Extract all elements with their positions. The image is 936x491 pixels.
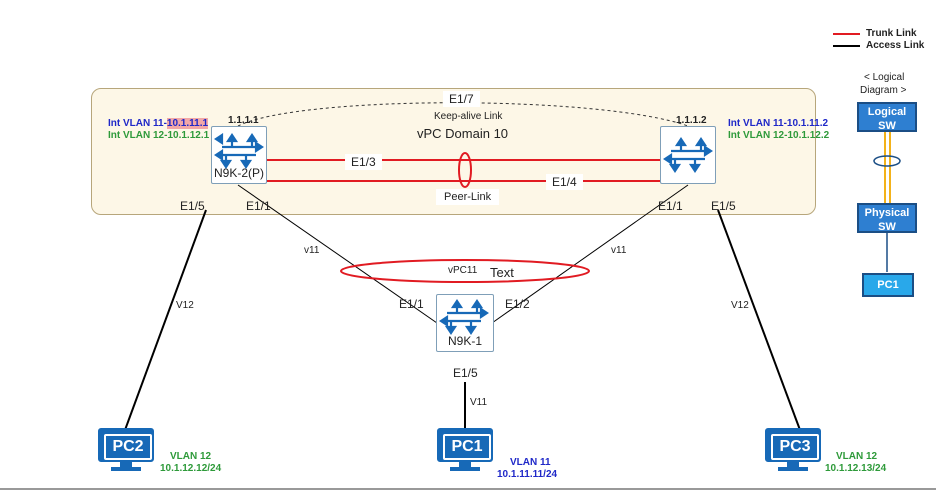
pc2-monitor-icon: PC2 [98,428,154,462]
physical-sw-box: Physical SW [857,203,917,233]
pc2-name: PC2 [104,434,152,460]
right-vlan-pc: V12 [731,300,749,311]
pc1-name: PC1 [443,434,491,460]
left-vlan11-label: Int VLAN 11-10.1.11.1 [108,118,209,129]
text-label: Text [490,265,514,280]
left-port-pc: E1/5 [180,199,205,213]
keepalive-label: Keep-alive Link [434,111,503,122]
vpc11-label: vPC11 [448,265,478,276]
pc3-ip: 10.1.12.13/24 [825,463,887,474]
legend-trunk-label: Trunk Link [866,28,917,39]
physical-sw-line2: SW [878,221,896,233]
pc2[interactable]: PC2 [98,428,154,472]
link-left-pc2 [124,209,207,431]
pc3-base [778,467,808,471]
link-right-pc3 [717,209,801,431]
pc3-monitor-icon: PC3 [765,428,821,462]
pc1-vlan: VLAN 11 [510,457,551,468]
left-vlan11-ip: 10.1.11.1 [166,118,209,129]
peer-port-right: E1/4 [546,174,583,190]
pc1[interactable]: PC1 [437,428,493,472]
pc1-base [450,467,480,471]
peer-link-bundle-ring [458,152,472,188]
logical-diagram-title-2: Diagram > [860,85,907,96]
right-switch-id: 1.1.1.2 [676,115,707,126]
pc2-base [111,467,141,471]
pc2-stand [120,462,132,467]
left-vlan-down: v11 [304,245,320,256]
left-port-down: E1/1 [246,199,271,213]
bottom-vlan-pc: V11 [470,397,488,408]
logical-sw-line1: Logical [867,106,907,118]
logical-pc1-box: PC1 [862,273,914,297]
logical-sw-box: Logical SW [857,102,917,132]
pc2-vlan: VLAN 12 [170,451,212,462]
pc1-ip: 10.1.11.11/24 [497,469,558,480]
pc3-name: PC3 [771,434,819,460]
switch-icon [439,299,489,335]
right-vlan12-label: Int VLAN 12-10.1.12.2 [728,130,830,141]
switch-right[interactable] [660,126,716,184]
pc2-ip: 10.1.12.12/24 [160,463,222,474]
bottom-port-left: E1/1 [399,297,424,311]
vpc11-ring [340,259,590,283]
left-vlan12-label: Int VLAN 12-10.1.12.1 [108,130,210,141]
pc3[interactable]: PC3 [765,428,821,472]
right-vlan-down: v11 [611,245,627,256]
switch-icon [214,133,264,169]
left-vlan11-prefix: Int VLAN 11- [108,118,167,129]
right-port-pc: E1/5 [711,199,736,213]
physical-sw-line1: Physical [864,207,910,219]
switch-icon [663,137,713,173]
peer-link-label: Peer-Link [436,189,500,205]
switch-bottom-name: N9K-1 [447,334,482,348]
logical-bundle-ring [873,155,901,167]
pc3-vlan: VLAN 12 [836,451,878,462]
bottom-port-right: E1/2 [505,297,530,311]
peer-port-left: E1/3 [345,154,382,170]
vpc-domain-title: vPC Domain 10 [417,126,509,141]
logical-sw-line2: SW [878,120,896,132]
legend-access-label: Access Link [866,40,925,51]
link-left-bottom [237,184,438,324]
bottom-port-pc: E1/5 [453,366,478,380]
switch-bottom[interactable]: N9K-1 [436,294,494,352]
left-switch-id: 1.1.1.1 [228,115,259,126]
right-vlan11-label: Int VLAN 11-10.1.11.2 [728,118,829,129]
pc3-stand [787,462,799,467]
logical-diagram-title-1: < Logical [864,72,905,83]
link-right-bottom [491,184,689,324]
left-vlan-pc: V12 [176,300,194,311]
pc1-monitor-icon: PC1 [437,428,493,462]
pc1-stand [459,462,471,467]
switch-left-name: N9K-2(P) [213,166,264,180]
keepalive-port-label: E1/7 [443,91,480,107]
switch-left[interactable]: N9K-2(P) [211,126,267,184]
right-port-down: E1/1 [658,199,683,213]
